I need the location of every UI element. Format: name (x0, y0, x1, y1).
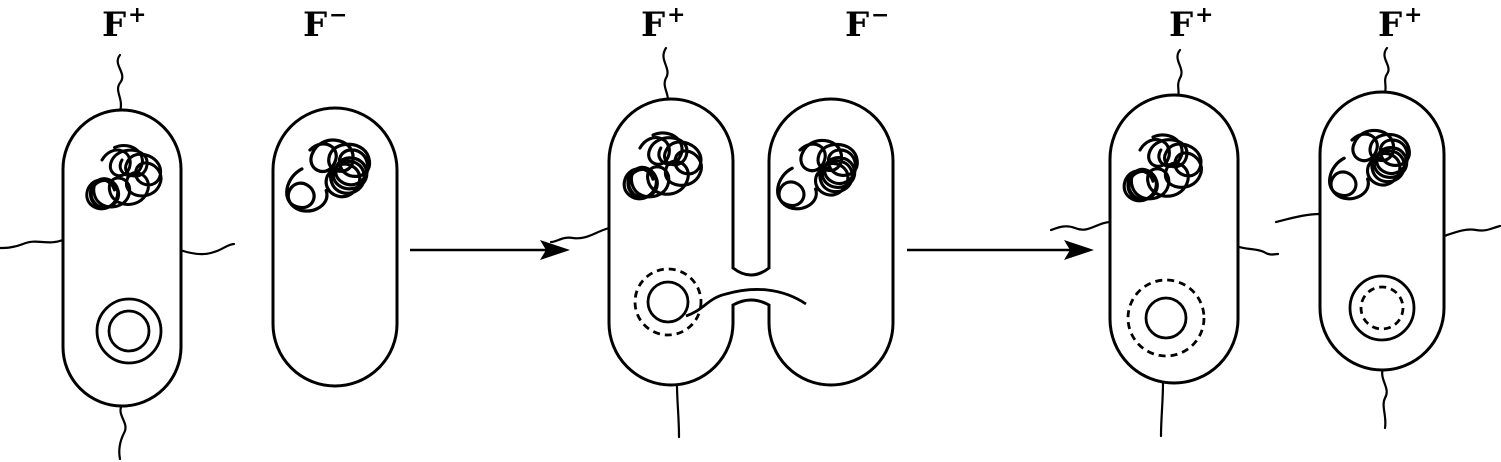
pilus (178, 242, 236, 256)
svg-text:+: + (128, 2, 146, 28)
label-stage3-cell-b: F + (1378, 2, 1422, 45)
stage3-cell-b (1274, 46, 1501, 430)
plasmid-inner (107, 309, 151, 353)
svg-text:F: F (845, 5, 869, 45)
label-stage2-recipient: F − (845, 2, 889, 45)
plasmid-new-strand (1126, 278, 1206, 358)
plasmid (1144, 296, 1188, 340)
pilus (1442, 224, 1501, 238)
svg-text:+: + (667, 2, 685, 28)
pilus (118, 403, 127, 461)
pilus (116, 53, 124, 113)
svg-text:F: F (1169, 5, 1193, 45)
conjugation-bridge-outline (607, 97, 895, 387)
plasmid-outer (1348, 274, 1416, 342)
stage1-recipient-cell (271, 106, 399, 388)
pilus (1383, 46, 1390, 94)
pilus (1381, 366, 1388, 430)
cell-body (1318, 90, 1446, 372)
stage3-cell-a (1049, 48, 1280, 438)
label-stage3-cell-a: F + (1169, 2, 1213, 45)
arrow-1 (410, 240, 570, 260)
arrow-2 (907, 240, 1094, 260)
pilus (1274, 212, 1322, 224)
pilus (675, 383, 681, 439)
plasmid (646, 280, 690, 324)
svg-text:+: + (1404, 2, 1422, 28)
pilus (0, 238, 65, 250)
pilus (549, 226, 611, 244)
svg-text:F: F (641, 5, 665, 45)
svg-text:F: F (1378, 5, 1402, 45)
pilus (662, 46, 670, 102)
svg-text:F: F (303, 5, 327, 45)
stage2-mating-pair (549, 46, 895, 439)
svg-text:−: − (871, 2, 889, 28)
pilus (1049, 220, 1113, 232)
pilus (1159, 380, 1165, 438)
plasmid-replicating (633, 267, 703, 337)
svg-text:+: + (1195, 2, 1213, 28)
pilus (1176, 48, 1183, 98)
plasmid-new-strand (1359, 285, 1405, 331)
svg-text:F: F (102, 5, 126, 45)
cell-body (1108, 93, 1240, 385)
label-stage1-donor: F + (102, 2, 146, 45)
plasmid-outer (95, 297, 163, 365)
stage1-donor-cell (0, 53, 236, 461)
svg-text:−: − (329, 2, 347, 28)
label-stage2-donor: F + (641, 2, 685, 45)
label-stage1-recipient: F − (303, 2, 347, 45)
pilus (1234, 244, 1280, 256)
transferred-strand (685, 288, 807, 318)
